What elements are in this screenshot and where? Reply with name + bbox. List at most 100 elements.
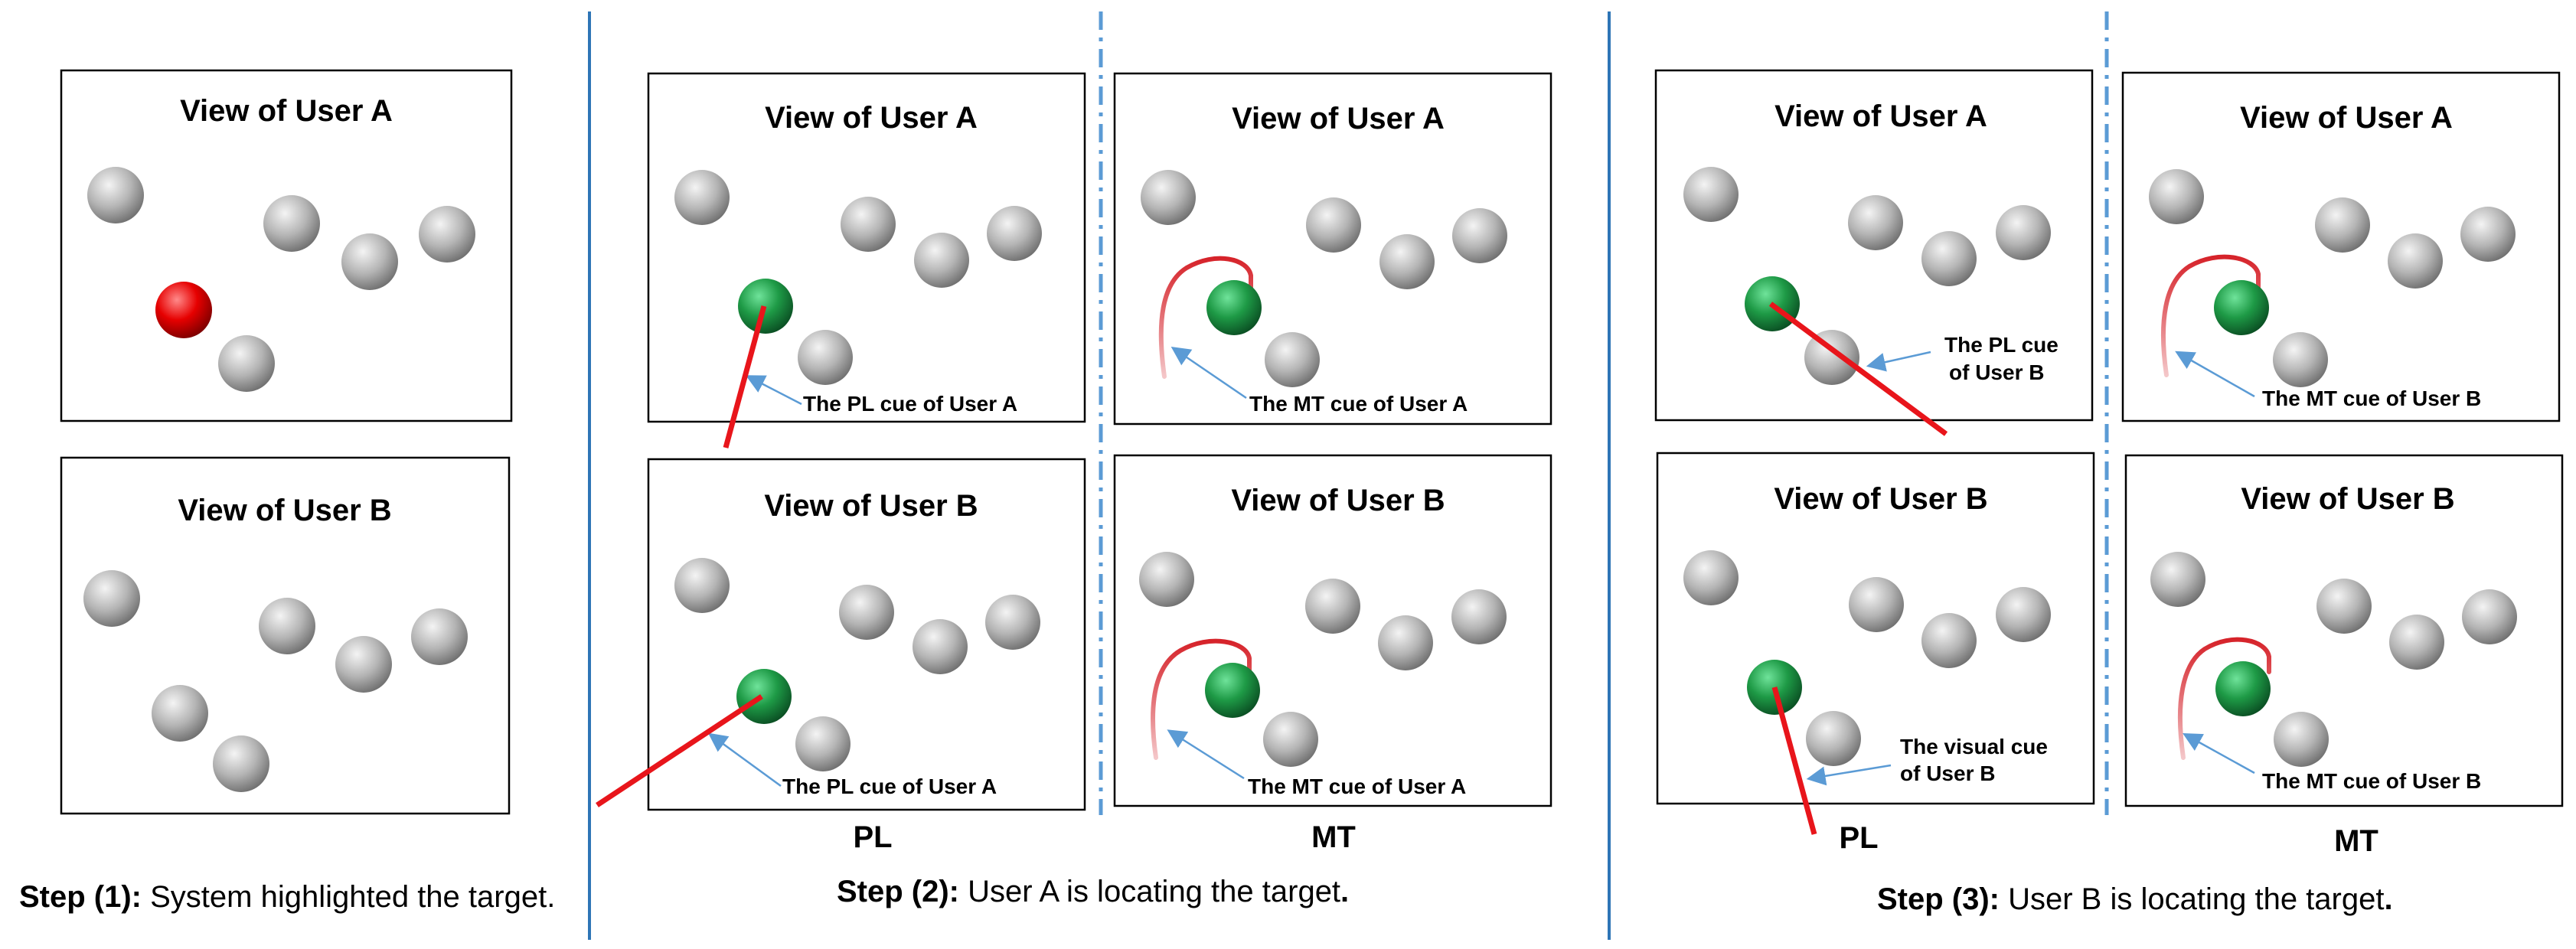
panel-title: View of User B: [1774, 482, 1987, 516]
step2-mt-panel-user-a: View of User A The MT cue of User A: [1113, 72, 1552, 426]
selected-target-sphere: [1205, 663, 1260, 718]
distractor-sphere: [1848, 195, 1903, 250]
distractor-sphere: [2316, 579, 2372, 634]
distractor-sphere: [2273, 332, 2328, 387]
step3-mt-panel-user-b: View of User B The MT cue of User B: [2124, 454, 2564, 807]
step3-pl-label: PL: [1839, 821, 1878, 855]
selected-target-sphere: [736, 669, 792, 724]
cue-arrow: [1167, 729, 1245, 780]
cue-arrow: [1170, 346, 1247, 399]
distractor-sphere: [839, 585, 894, 640]
distractor-sphere: [2315, 197, 2370, 253]
distractor-sphere: [1996, 205, 2051, 260]
distractor-sphere: [411, 608, 468, 665]
distractor-sphere: [87, 167, 144, 223]
step3-mt-panel-user-a: View of User A The MT cue of User B: [2121, 71, 2561, 422]
panel-title: View of User A: [1232, 102, 1445, 135]
distractor-sphere: [1139, 552, 1194, 607]
mt-cue-label: The MT cue of User B: [2262, 386, 2481, 410]
distractor-sphere: [1141, 170, 1196, 225]
pl-cue-label: of User B: [1949, 360, 2044, 384]
pl-pointer-line-user-b-own: [1771, 686, 1817, 835]
distractor-sphere: [798, 330, 853, 385]
step2-pl-panel-user-b: View of User B The PL cue of User A: [647, 458, 1086, 811]
mt-trail: [2161, 254, 2261, 377]
panel-title: View of User B: [2241, 482, 2454, 516]
distractor-sphere: [341, 233, 398, 290]
distractor-sphere: [1921, 613, 1977, 668]
cue-arrow: [745, 375, 802, 406]
panel-title: View of User A: [2240, 101, 2453, 135]
highlighted-target-sphere: [155, 282, 212, 338]
distractor-sphere: [1849, 577, 1904, 632]
distractor-sphere: [1921, 231, 1977, 286]
distractor-sphere: [1306, 197, 1361, 253]
distractor-sphere: [841, 197, 896, 252]
distractor-sphere: [795, 716, 851, 771]
distractor-sphere: [1265, 332, 1320, 387]
distractor-sphere: [2274, 712, 2329, 767]
cue-arrow: [2175, 351, 2255, 398]
step3-mt-label: MT: [2334, 824, 2378, 858]
distractor-sphere: [2460, 207, 2516, 262]
mt-trail: [1151, 638, 1252, 760]
distractor-sphere: [335, 636, 392, 693]
step1-panel-user-b: View of User B: [60, 456, 511, 815]
selected-target-sphere: [738, 279, 793, 334]
distractor-sphere: [1452, 208, 1507, 263]
distractor-sphere: [83, 570, 140, 627]
selected-target-sphere: [2214, 280, 2269, 335]
distractor-sphere: [2389, 615, 2444, 670]
distractor-sphere: [218, 335, 275, 392]
distractor-sphere: [674, 558, 730, 613]
distractor-sphere: [2462, 589, 2517, 644]
distractor-sphere: [259, 598, 315, 654]
distractor-sphere: [987, 206, 1042, 261]
panel-title: View of User A: [180, 94, 393, 128]
selected-target-sphere: [2215, 661, 2271, 716]
distractor-sphere: [152, 685, 208, 742]
distractor-sphere: [985, 595, 1040, 650]
pl-cue-label: The PL cue of User A: [803, 392, 1017, 416]
distractor-sphere: [1378, 615, 1433, 670]
mt-cue-label: The MT cue of User A: [1249, 392, 1468, 416]
step3-pl-panel-user-b: View of User B The visual cue of User B: [1656, 452, 2095, 805]
distractor-sphere: [1263, 712, 1318, 767]
mt-cue-label: The MT cue of User B: [2262, 769, 2481, 793]
step2-pl-label: PL: [853, 820, 892, 854]
distractor-sphere: [1683, 550, 1739, 605]
pl-pointer-line-user-b: [1768, 302, 1948, 436]
distractor-sphere: [1305, 579, 1360, 634]
pl-cue-label: The PL cue of User A: [782, 775, 997, 798]
pl-cue-label: The PL cue: [1944, 333, 2059, 357]
panel-title: View of User B: [764, 489, 978, 523]
distractor-sphere: [263, 195, 320, 252]
panel-title: View of User A: [765, 101, 978, 135]
distractor-sphere: [1683, 167, 1739, 222]
pl-pointer-line-user-b: [596, 694, 763, 807]
distractor-sphere: [1804, 330, 1859, 385]
step1-caption: Step (1): System highlighted the target.: [19, 880, 555, 914]
panel-title: View of User B: [1231, 484, 1445, 517]
distractor-sphere: [2150, 552, 2205, 607]
cue-arrow: [707, 732, 782, 788]
mt-trail: [1158, 256, 1253, 379]
distractor-sphere: [914, 233, 969, 288]
panel-title: View of User B: [178, 494, 391, 527]
mt-trail: [2177, 637, 2271, 760]
mt-cue-label: The MT cue of User A: [1248, 775, 1466, 798]
distractor-sphere: [2149, 169, 2204, 224]
distractor-sphere: [1379, 234, 1435, 289]
selected-target-sphere: [1206, 280, 1262, 335]
distractor-sphere: [913, 619, 968, 674]
distractor-sphere: [1451, 589, 1507, 644]
step1-panel-user-a: View of User A: [60, 69, 513, 422]
distractor-sphere: [1996, 587, 2051, 642]
pl-pointer-line-user-a: [723, 305, 767, 448]
step3-caption: Step (3): User B is locating the target.: [1877, 882, 2393, 916]
step2-pl-panel-user-a: View of User A The PL cue of User A: [647, 72, 1086, 423]
distractor-sphere: [1806, 711, 1861, 766]
cue-arrow: [1806, 764, 1892, 786]
step2-mt-label: MT: [1311, 820, 1356, 854]
